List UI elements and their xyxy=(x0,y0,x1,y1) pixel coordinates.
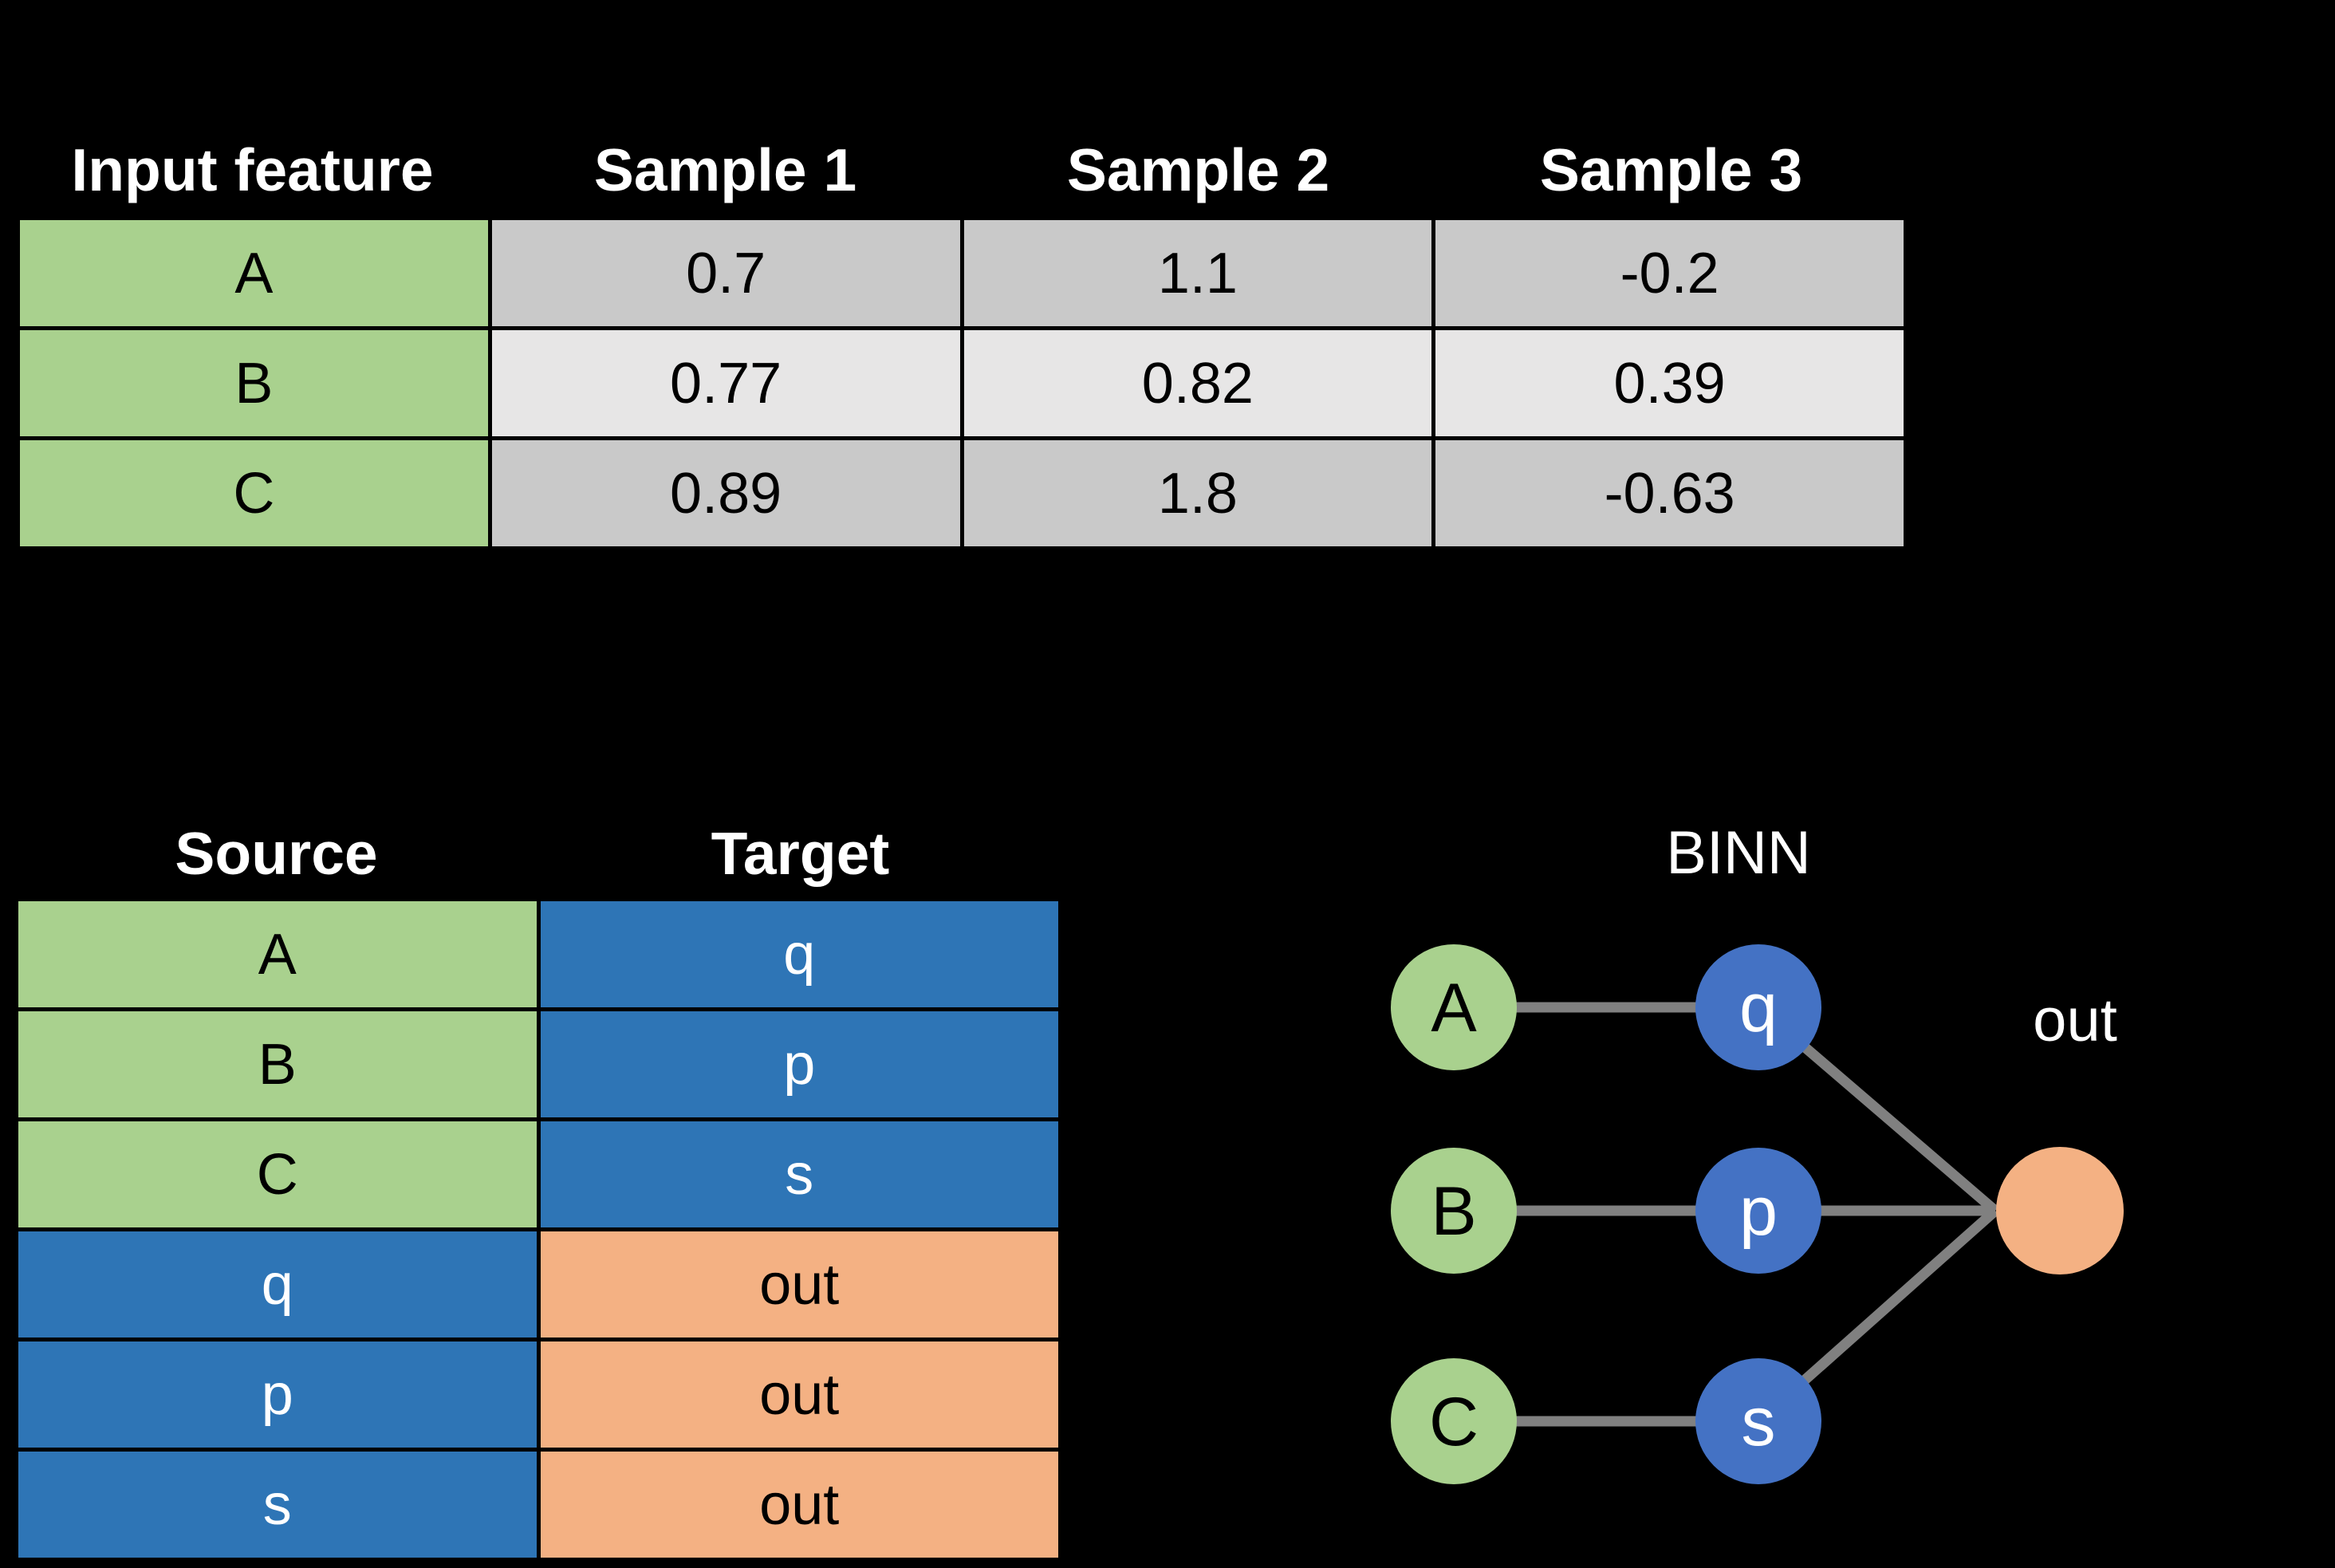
edge-source-cell: s xyxy=(14,1448,541,1562)
node-A-label: A xyxy=(1431,970,1477,1046)
output-node-label: out xyxy=(2033,987,2117,1054)
feature-table-row-C: C 0.89 1.8 -0.63 xyxy=(16,436,1908,550)
edge-table-row: p out xyxy=(14,1338,1062,1452)
feature-cell-value: -0.2 xyxy=(1431,216,1908,330)
edge-table-row: C s xyxy=(14,1117,1062,1231)
edge-target-cell: out xyxy=(536,1227,1062,1341)
feature-table-header: Input feature Sample 1 Sample 2 Sample 3 xyxy=(16,128,1908,211)
edge-table-row: A q xyxy=(14,897,1062,1011)
edge-table-row: s out xyxy=(14,1448,1062,1562)
edge-source-cell: p xyxy=(14,1338,541,1452)
edge-source-cell: A xyxy=(14,897,541,1011)
feature-cell-name: A xyxy=(16,216,492,330)
node-C-label: C xyxy=(1429,1384,1479,1460)
node-out xyxy=(1996,1147,2124,1274)
feature-cell-value: 1.1 xyxy=(959,216,1436,330)
feature-cell-value: 0.7 xyxy=(487,216,964,330)
edge-table-header: Source Target xyxy=(14,820,1062,887)
edge-target-cell: out xyxy=(536,1338,1062,1452)
edge-table-header-target: Target xyxy=(711,820,890,887)
edge-source-cell: q xyxy=(14,1227,541,1341)
node-p xyxy=(1695,1148,1821,1274)
feature-cell-value: 1.8 xyxy=(959,436,1436,550)
feature-table-header-sample-3: Sample 3 xyxy=(1539,136,1803,203)
edge-table-header-source: Source xyxy=(175,820,378,887)
node-A xyxy=(1391,944,1517,1070)
edge-target-cell: s xyxy=(536,1117,1062,1231)
edge-source-cell: C xyxy=(14,1117,541,1231)
edge-source-cell: B xyxy=(14,1007,541,1121)
feature-cell-value: 0.77 xyxy=(487,326,964,440)
edge-table: A q B p C s q out p out s out xyxy=(14,897,1062,1562)
edge-table-row: q out xyxy=(14,1227,1062,1341)
feature-table: A 0.7 1.1 -0.2 B 0.77 0.82 0.39 C 0.89 1… xyxy=(16,216,1908,550)
node-q xyxy=(1695,944,1821,1070)
feature-cell-name: C xyxy=(16,436,492,550)
edge-target-cell: q xyxy=(536,897,1062,1011)
feature-cell-value: 0.89 xyxy=(487,436,964,550)
feature-table-header-sample-2: Sample 2 xyxy=(1066,136,1330,203)
feature-table-row-A: A 0.7 1.1 -0.2 xyxy=(16,216,1908,330)
feature-cell-value: -0.63 xyxy=(1431,436,1908,550)
binn-diagram-title: BINN xyxy=(1666,819,1811,887)
feature-cell-name: B xyxy=(16,326,492,440)
edge-table-row: B p xyxy=(14,1007,1062,1121)
edge-target-cell: out xyxy=(536,1448,1062,1562)
node-B-label: B xyxy=(1431,1173,1476,1250)
node-s xyxy=(1695,1358,1821,1484)
node-C xyxy=(1391,1358,1517,1484)
node-p-label: p xyxy=(1739,1173,1778,1250)
node-s-label: s xyxy=(1742,1384,1776,1460)
feature-table-header-input-feature: Input feature xyxy=(71,136,434,203)
feature-table-header-sample-1: Sample 1 xyxy=(593,136,857,203)
feature-table-row-B: B 0.77 0.82 0.39 xyxy=(16,326,1908,440)
edge-target-cell: p xyxy=(536,1007,1062,1121)
node-B xyxy=(1391,1148,1517,1274)
feature-cell-value: 0.39 xyxy=(1431,326,1908,440)
feature-cell-value: 0.82 xyxy=(959,326,1436,440)
node-q-label: q xyxy=(1739,970,1778,1046)
